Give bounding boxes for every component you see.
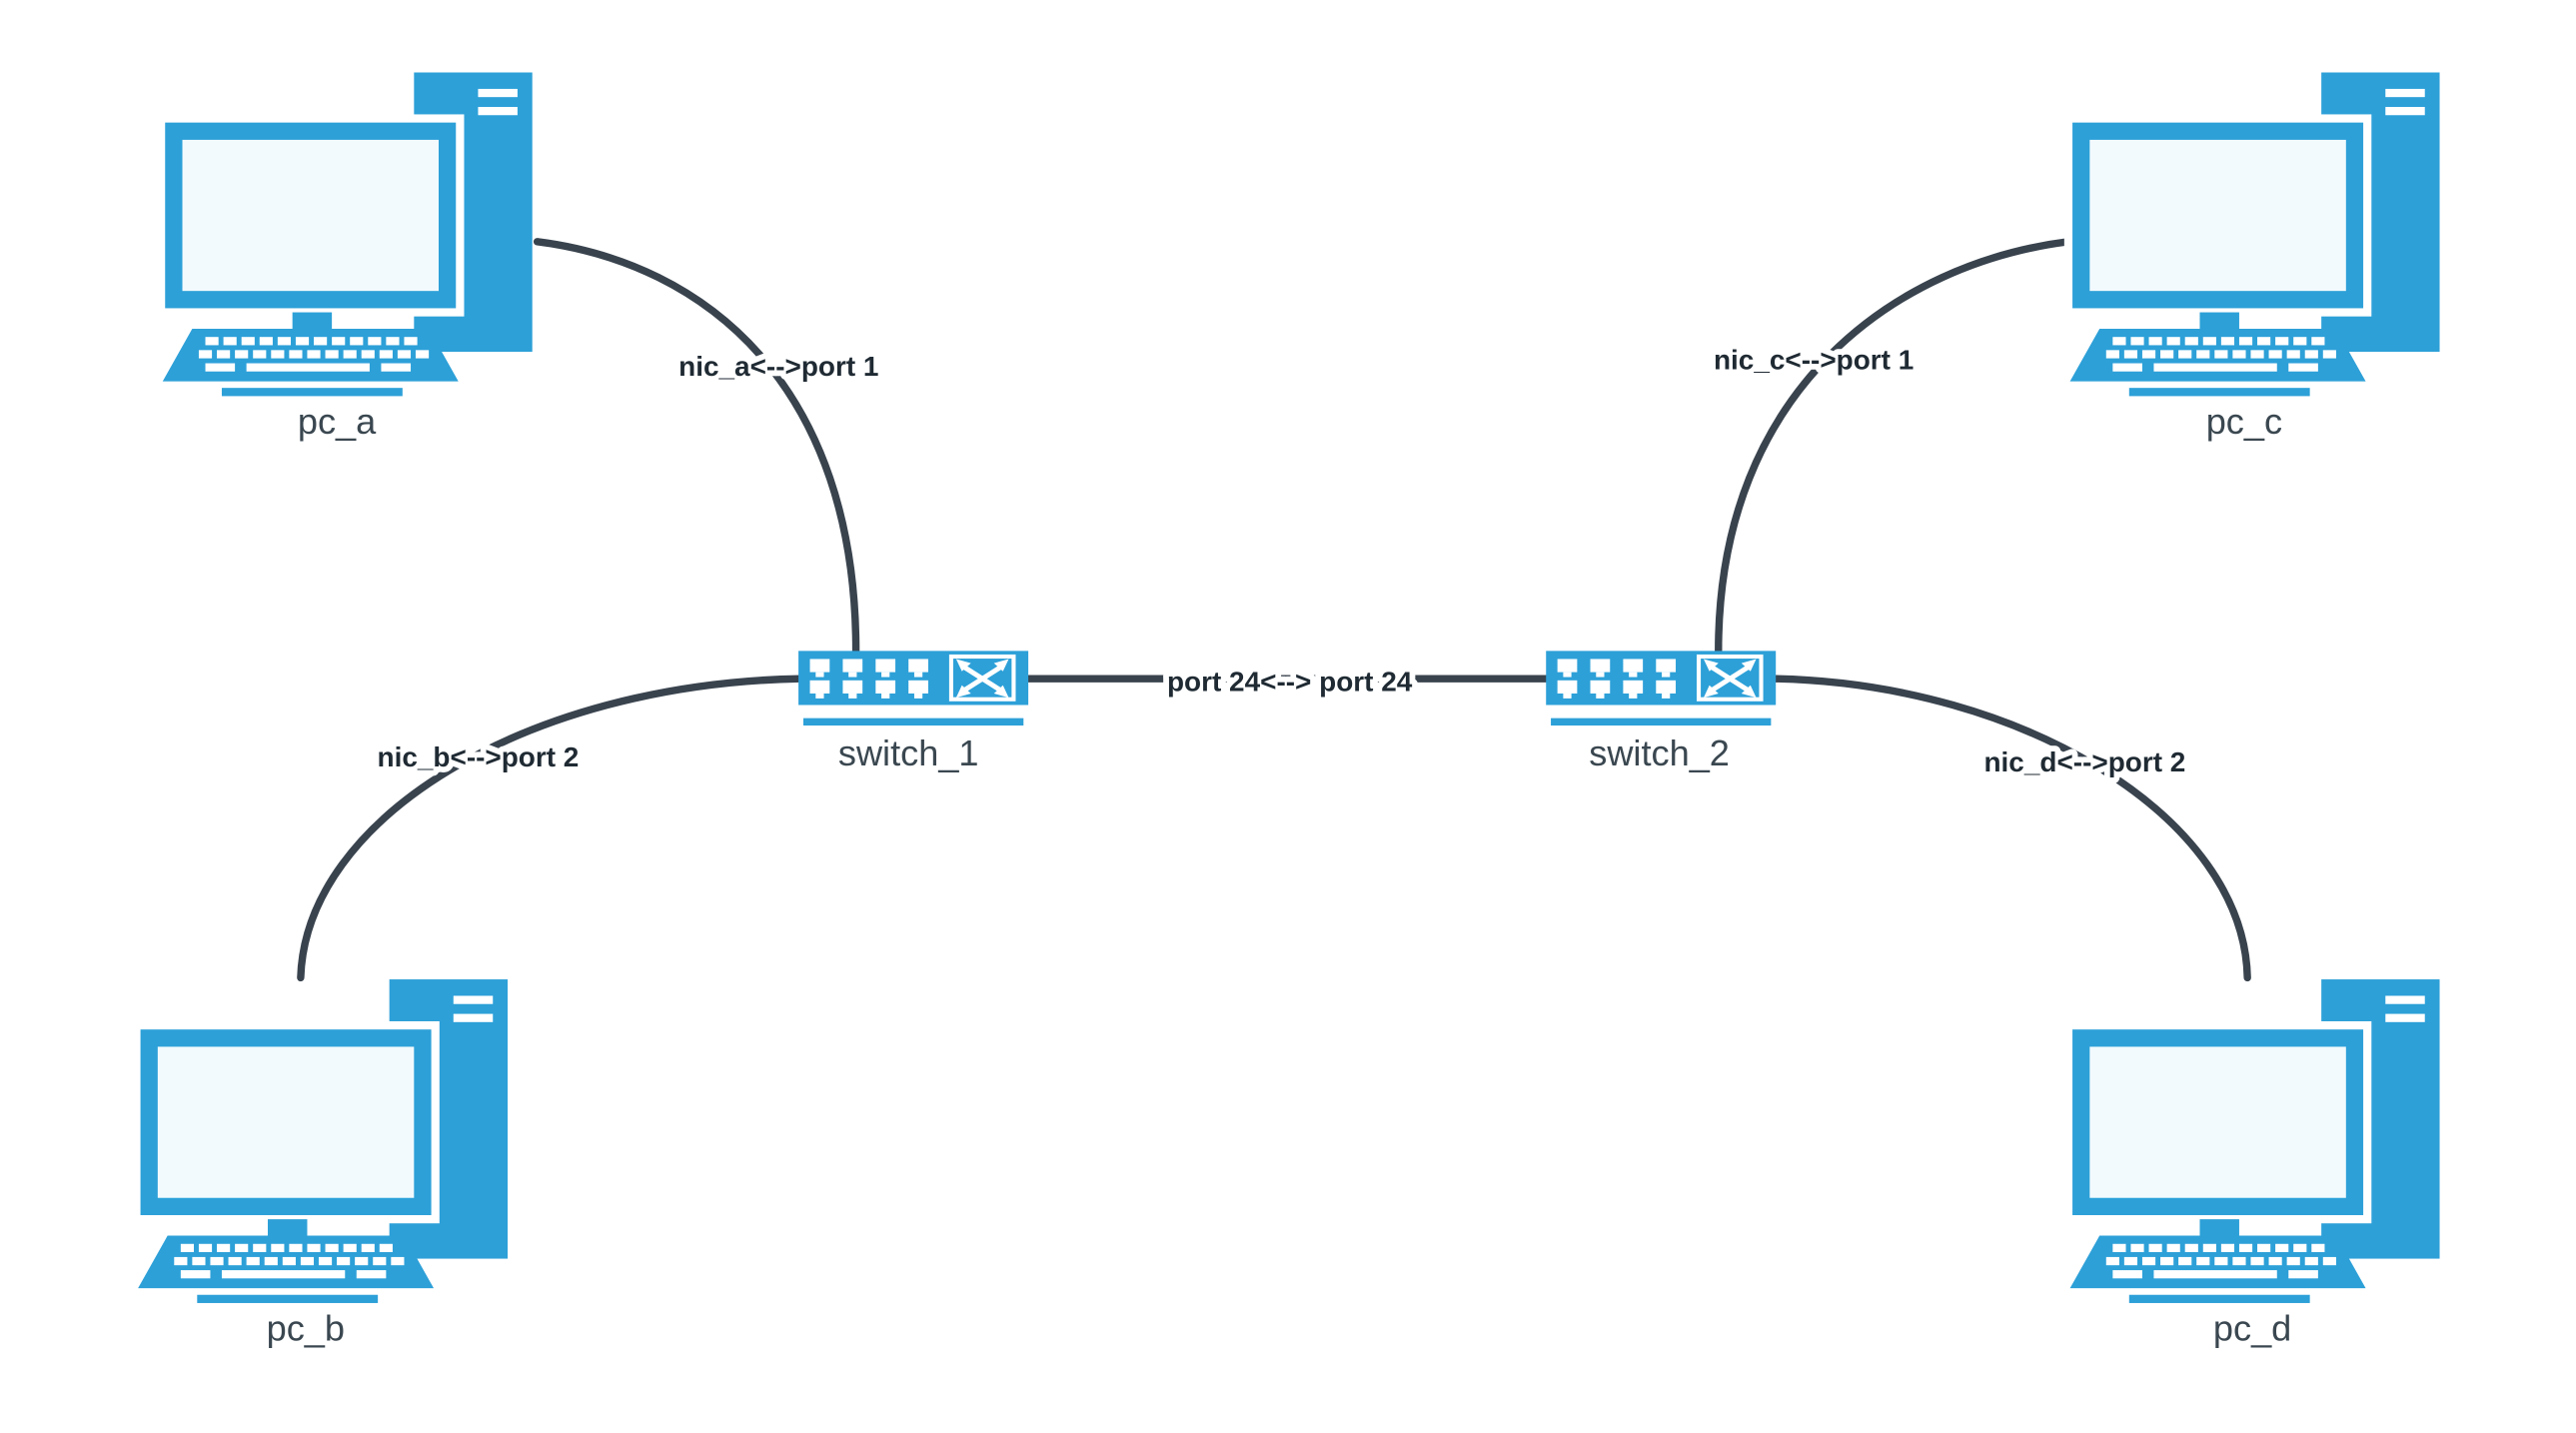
node-pc-a[interactable]: pc_a <box>161 73 533 442</box>
edge-label-nic-b: nic_b<-->port 2 <box>378 741 580 772</box>
pc-icon <box>2068 979 2440 1303</box>
node-pc-d[interactable]: pc_d <box>2068 979 2440 1348</box>
edge-label-nic-c: nic_c<-->port 1 <box>1714 344 1914 375</box>
edge-label-trunk: port 24<--> port 24 <box>1167 667 1413 698</box>
pc-icon <box>136 979 508 1303</box>
switch-icon <box>1546 651 1776 725</box>
edge-pc-b-switch-1[interactable] <box>297 675 804 982</box>
edge-pc-a-switch-1[interactable] <box>533 238 860 655</box>
node-label-switch-1: switch_1 <box>838 732 979 773</box>
edge-label-nic-d: nic_d<-->port 2 <box>1983 746 2185 777</box>
node-switch-2[interactable]: switch_2 <box>1546 651 1776 773</box>
node-pc-c[interactable]: pc_c <box>2068 73 2440 442</box>
node-pc-b[interactable]: pc_b <box>136 979 508 1348</box>
pc-icon <box>161 73 533 397</box>
node-label-pc-c: pc_c <box>2206 401 2282 442</box>
edge-pc-c-switch-2[interactable] <box>1715 238 2072 655</box>
node-label-pc-b: pc_b <box>267 1307 345 1348</box>
edges <box>297 238 2251 982</box>
switch-icon <box>798 651 1028 725</box>
edge-labels: nic_a<-->port 1 nic_b<-->port 2 port 24<… <box>372 339 2191 783</box>
pc-icon <box>2068 73 2440 397</box>
node-label-switch-2: switch_2 <box>1589 732 1730 773</box>
node-switch-1[interactable]: switch_1 <box>798 651 1028 773</box>
node-label-pc-a: pc_a <box>298 401 377 442</box>
edge-pc-d-switch-2[interactable] <box>1770 675 2251 982</box>
node-label-pc-d: pc_d <box>2213 1307 2291 1348</box>
edge-label-nic-a: nic_a<-->port 1 <box>678 351 878 382</box>
